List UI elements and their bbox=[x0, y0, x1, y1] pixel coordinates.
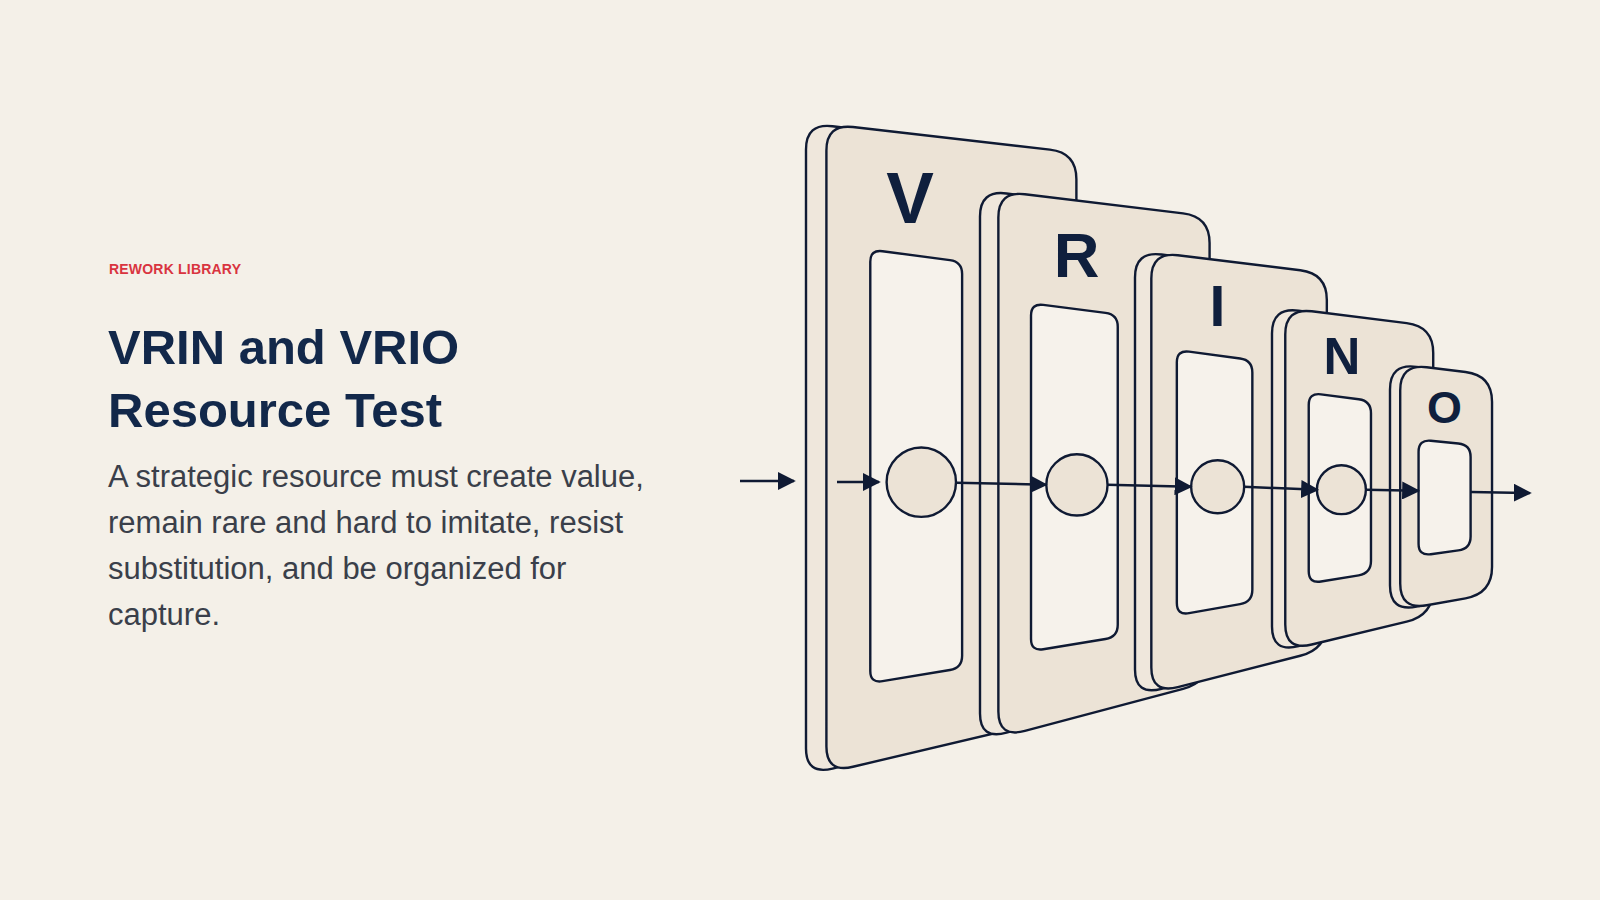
criterion-letter: R bbox=[1054, 224, 1100, 287]
input-arrow bbox=[740, 480, 794, 483]
section-label: REWORK LIBRARY bbox=[109, 261, 241, 277]
criterion-plate: O bbox=[1390, 362, 1498, 616]
criterion-letter: O bbox=[1427, 386, 1462, 431]
criterion-letter: V bbox=[886, 163, 934, 234]
caption: A strategic resource must create value, … bbox=[108, 454, 668, 638]
title: VRIN and VRIO Resource Test bbox=[108, 316, 668, 442]
criterion-letter: I bbox=[1209, 278, 1225, 335]
criterion-letter: N bbox=[1323, 331, 1360, 382]
